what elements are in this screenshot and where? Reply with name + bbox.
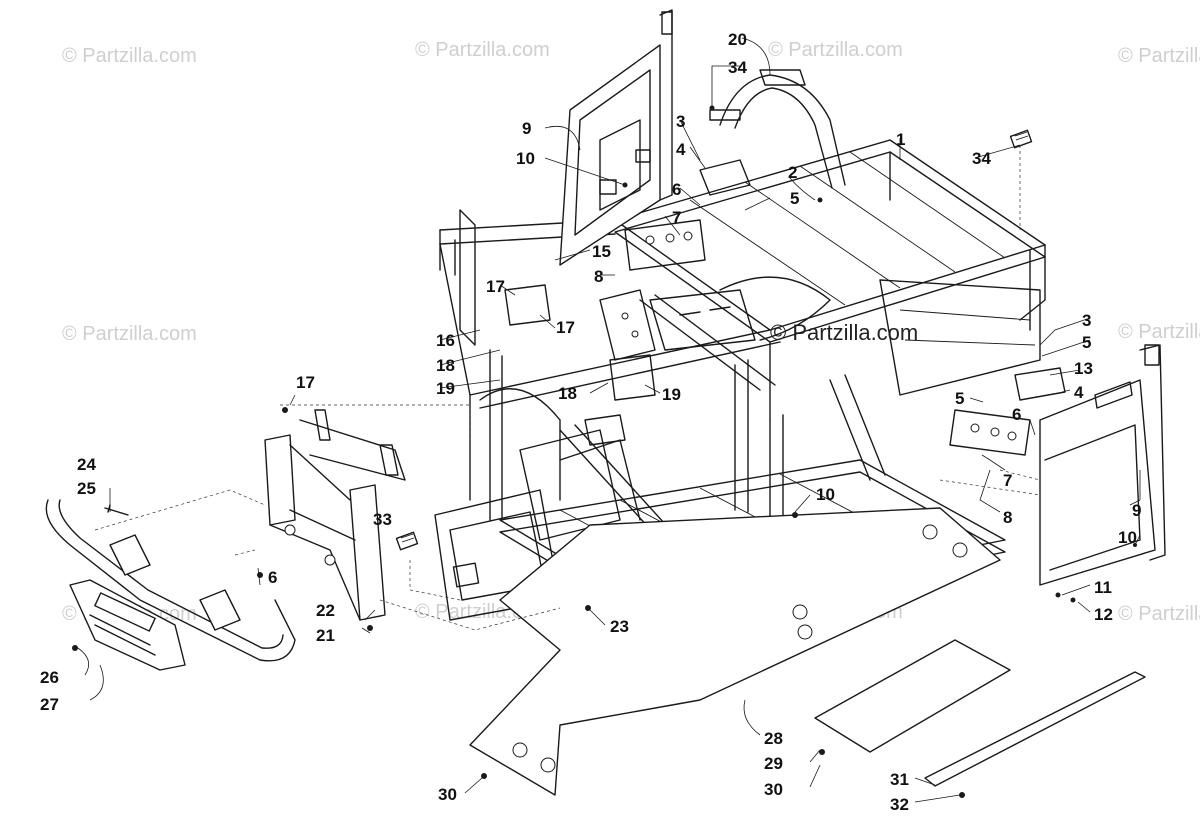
rops-bar (709, 69, 846, 189)
callout-17: 17 (296, 373, 315, 392)
fasteners (72, 105, 965, 798)
callout-3: 3 (676, 112, 685, 131)
watermark-text: © Partzilla.com (415, 39, 550, 61)
callout-28: 28 (764, 729, 783, 748)
callout-12: 12 (1094, 605, 1113, 624)
callout-13: 13 (1074, 359, 1093, 378)
callout-labels: 20 34 1 2 3 4 5 6 7 8 9 10 15 34 17 17 1… (40, 30, 1141, 814)
callout-6: 6 (1012, 405, 1021, 424)
callout-10: 10 (816, 485, 835, 504)
callout-21: 21 (316, 626, 335, 645)
rear-floor-plate (814, 639, 1011, 753)
callout-11: 11 (1094, 578, 1112, 597)
callout-1: 1 (896, 130, 905, 149)
front-skid-plate (69, 579, 186, 671)
right-side-panel (1039, 344, 1166, 603)
callout-30: 30 (764, 780, 783, 799)
callout-15: 34 (728, 58, 747, 77)
callout-31: 31 (890, 770, 909, 789)
callout-24: 24 (77, 455, 96, 474)
callout-10: 10 (516, 149, 535, 168)
callout-5: 5 (1082, 333, 1091, 352)
watermark-text: © Partzilla.com (1118, 603, 1200, 625)
callout-32: 32 (890, 795, 909, 814)
callout-23: 23 (610, 617, 629, 636)
callout-7: 7 (1003, 471, 1012, 490)
front-bumper (45, 499, 296, 662)
callout-25: 25 (77, 479, 96, 498)
callout-33: 33 (373, 510, 392, 529)
callout-26: 26 (40, 668, 59, 687)
callout-5: 5 (790, 189, 799, 208)
callout-6: 6 (268, 568, 277, 587)
callout-18: 18 (558, 384, 577, 403)
rocker-rail (924, 671, 1146, 787)
callout-19: 19 (662, 385, 681, 404)
callout-16: 16 (436, 331, 455, 350)
leader-lines (77, 37, 1141, 803)
callout-14: 20 (728, 30, 747, 49)
callout-18: 18 (436, 356, 455, 375)
callout-30: 30 (438, 785, 457, 804)
callout-6: 6 (672, 180, 681, 199)
callout-29: 29 (764, 754, 783, 773)
callout-8: 8 (1003, 508, 1012, 527)
left-mount-brackets (624, 159, 751, 271)
callout-27: 27 (40, 695, 59, 714)
callout-34: 34 (972, 149, 991, 168)
decals (395, 129, 1033, 551)
callout-17: 17 (486, 277, 505, 296)
front-guard-frame (264, 409, 406, 621)
watermark-text: © Partzilla.com (768, 39, 903, 61)
callout-17: 17 (556, 318, 575, 337)
callout-5: 5 (955, 389, 964, 408)
watermark-text: © Partzilla.com (1118, 321, 1200, 343)
callout-19: 19 (436, 379, 455, 398)
floor-skid-plate (469, 507, 1001, 796)
callout-10: 10 (1118, 528, 1137, 547)
callout-7: 7 (672, 208, 681, 227)
callout-9: 9 (1132, 501, 1141, 520)
callout-22: 22 (316, 601, 335, 620)
callout-8: 8 (594, 267, 603, 286)
callout-2: 2 (788, 163, 797, 182)
main-frame (434, 139, 1046, 623)
left-side-panel (559, 9, 673, 266)
callout-20: 15 (592, 242, 611, 261)
callout-4: 4 (1074, 383, 1084, 402)
watermark-text: © Partzilla.com (1118, 45, 1200, 67)
watermark-text: © Partzilla.com (62, 45, 197, 67)
callout-3: 3 (1082, 311, 1091, 330)
callout-4: 4 (676, 140, 686, 159)
watermark-text: © Partzilla.com (62, 323, 197, 345)
watermark-center-text: © Partzilla.com (770, 320, 918, 345)
right-mount-brackets (949, 367, 1066, 456)
callout-9: 9 (522, 119, 531, 138)
